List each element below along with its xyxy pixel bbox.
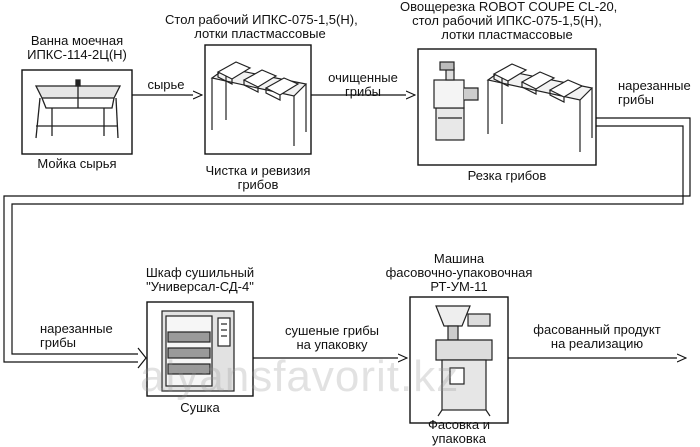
cleaning-caption-line2: грибов <box>237 177 279 192</box>
arrow-cut-return-outer <box>3 117 691 363</box>
flow-arrows <box>3 95 691 369</box>
flow-cut-bottom-label: нарезанные грибы <box>40 322 130 350</box>
packing-caption-line1: Фасовка и <box>428 417 490 432</box>
washing-equipment-label: Ванна моечная ИПКС-114-2Ц(Н) <box>22 34 132 62</box>
cutting-equipment-line3: лотки пластмассовые <box>441 27 573 42</box>
cleaning-caption: Чистка и ревизия грибов <box>200 164 316 192</box>
drying-equipment-label: Шкаф сушильный "Универсал-СД-4" <box>130 266 270 294</box>
washing-caption: Мойка сырья <box>37 156 117 171</box>
packing-equipment-line1: Машина <box>433 251 485 266</box>
flow-dried-line2: на упаковку <box>296 337 368 352</box>
flow-cut-top-label: нарезанные грибы <box>618 79 698 107</box>
flow-raw-label: сырье <box>147 77 185 92</box>
washing-stage-box <box>21 69 133 155</box>
drying-cabinet-icon <box>161 310 235 392</box>
drying-equipment-line1: Шкаф сушильный <box>145 265 255 280</box>
packing-equipment-label: Машина фасовочно-упаковочная РТ-УМ-11 <box>380 252 538 294</box>
flow-product-label: фасованный продукт на реализацию <box>512 323 682 351</box>
work-table-trays-icon <box>210 61 308 146</box>
flow-product-line1: фасованный продукт <box>533 322 661 337</box>
flow-cleaned-line1: очищенные <box>328 70 398 85</box>
packing-caption: Фасовка и упаковка <box>410 418 508 446</box>
cutting-stage-box <box>417 48 597 166</box>
watermark: alyansfavorit.kz <box>140 352 460 401</box>
washing-equipment-line1: Ванна моечная <box>30 33 124 48</box>
cleaning-caption-line1: Чистка и ревизия <box>205 163 311 178</box>
flow-cleaned-label: очищенные грибы <box>318 71 408 99</box>
flow-dried-line1: сушеные грибы <box>284 323 380 338</box>
flow-cut-top-line2: грибы <box>618 92 655 107</box>
work-table-trays-icon <box>486 63 594 152</box>
arrow-cut-return-inner <box>11 125 684 355</box>
packing-equipment-line3: РТ-УМ-11 <box>430 279 488 294</box>
packing-equipment-line2: фасовочно-упаковочная <box>385 265 533 280</box>
cleaning-equipment-line2: лотки пластмассовые <box>194 26 326 41</box>
cutting-equipment-line1: Овощерезка ROBOT COUPE CL-20, <box>400 0 618 14</box>
drying-stage-box <box>146 301 254 397</box>
washing-equipment-line2: ИПКС-114-2Ц(Н) <box>27 47 127 62</box>
flow-product-line2: на реализацию <box>550 336 644 351</box>
cutting-equipment-label: Овощерезка ROBOT COUPE CL-20, стол рабоч… <box>400 0 618 42</box>
washing-tub-icon <box>34 79 122 139</box>
flow-cleaned-line2: грибы <box>344 84 382 99</box>
cleaning-equipment-label: Стол рабочий ИПКС-075-1,5(Н), лотки плас… <box>165 12 358 41</box>
cleaning-stage-box <box>204 44 312 155</box>
packing-machine-icon <box>435 305 493 417</box>
flow-dried-label: сушеные грибы на упаковку <box>262 324 402 352</box>
flow-cut-top-line1: нарезанные <box>618 78 691 93</box>
drying-caption: Сушка <box>180 400 220 415</box>
packing-caption-line2: упаковка <box>432 431 486 446</box>
cutting-equipment-line2: стол рабочий ИПКС-075-1,5(Н), <box>412 13 602 28</box>
packing-stage-box <box>409 296 509 424</box>
cutting-caption: Резка грибов <box>467 168 547 183</box>
vegetable-cutter-icon <box>433 61 479 141</box>
flow-cut-bottom-line2: грибы <box>40 335 77 350</box>
cleaning-equipment-line1: Стол рабочий ИПКС-075-1,5(Н), <box>165 12 358 27</box>
flow-cut-bottom-line1: нарезанные <box>40 321 113 336</box>
drying-equipment-line2: "Универсал-СД-4" <box>146 279 254 294</box>
